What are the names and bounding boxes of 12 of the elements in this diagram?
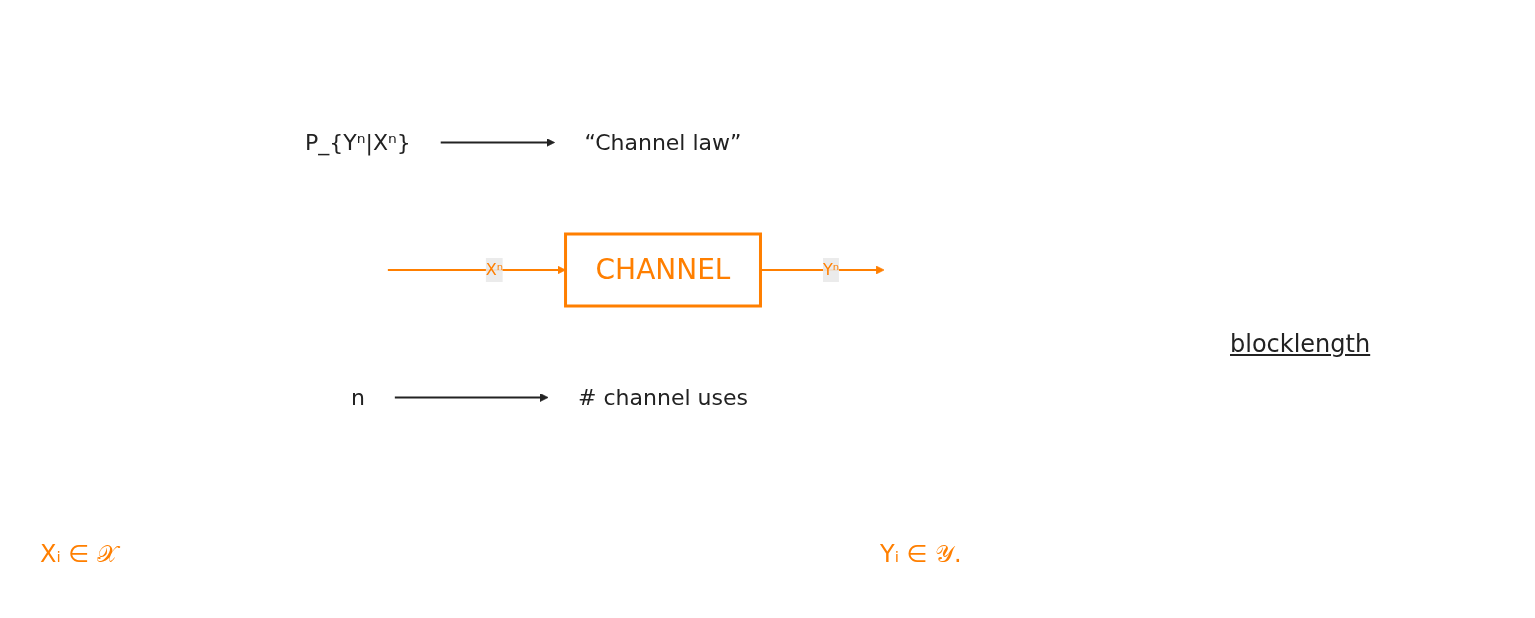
- node-text: n: [351, 385, 366, 410]
- node-text: “Channel law”: [584, 130, 742, 155]
- node-text: P_{Yⁿ|Xⁿ}: [305, 130, 412, 155]
- arrow: [440, 138, 556, 147]
- arrow: [394, 393, 549, 402]
- node-text: # channel uses: [578, 385, 749, 410]
- note-text: Yᵢ ∈ 𝒴.: [880, 540, 962, 568]
- edge-label: Yⁿ: [823, 260, 840, 279]
- edge-label: Xⁿ: [486, 260, 504, 279]
- note-text: blocklength: [1230, 330, 1371, 358]
- node-box: CHANNEL: [564, 232, 763, 308]
- note-text: Xᵢ ∈ 𝒳: [40, 540, 118, 568]
